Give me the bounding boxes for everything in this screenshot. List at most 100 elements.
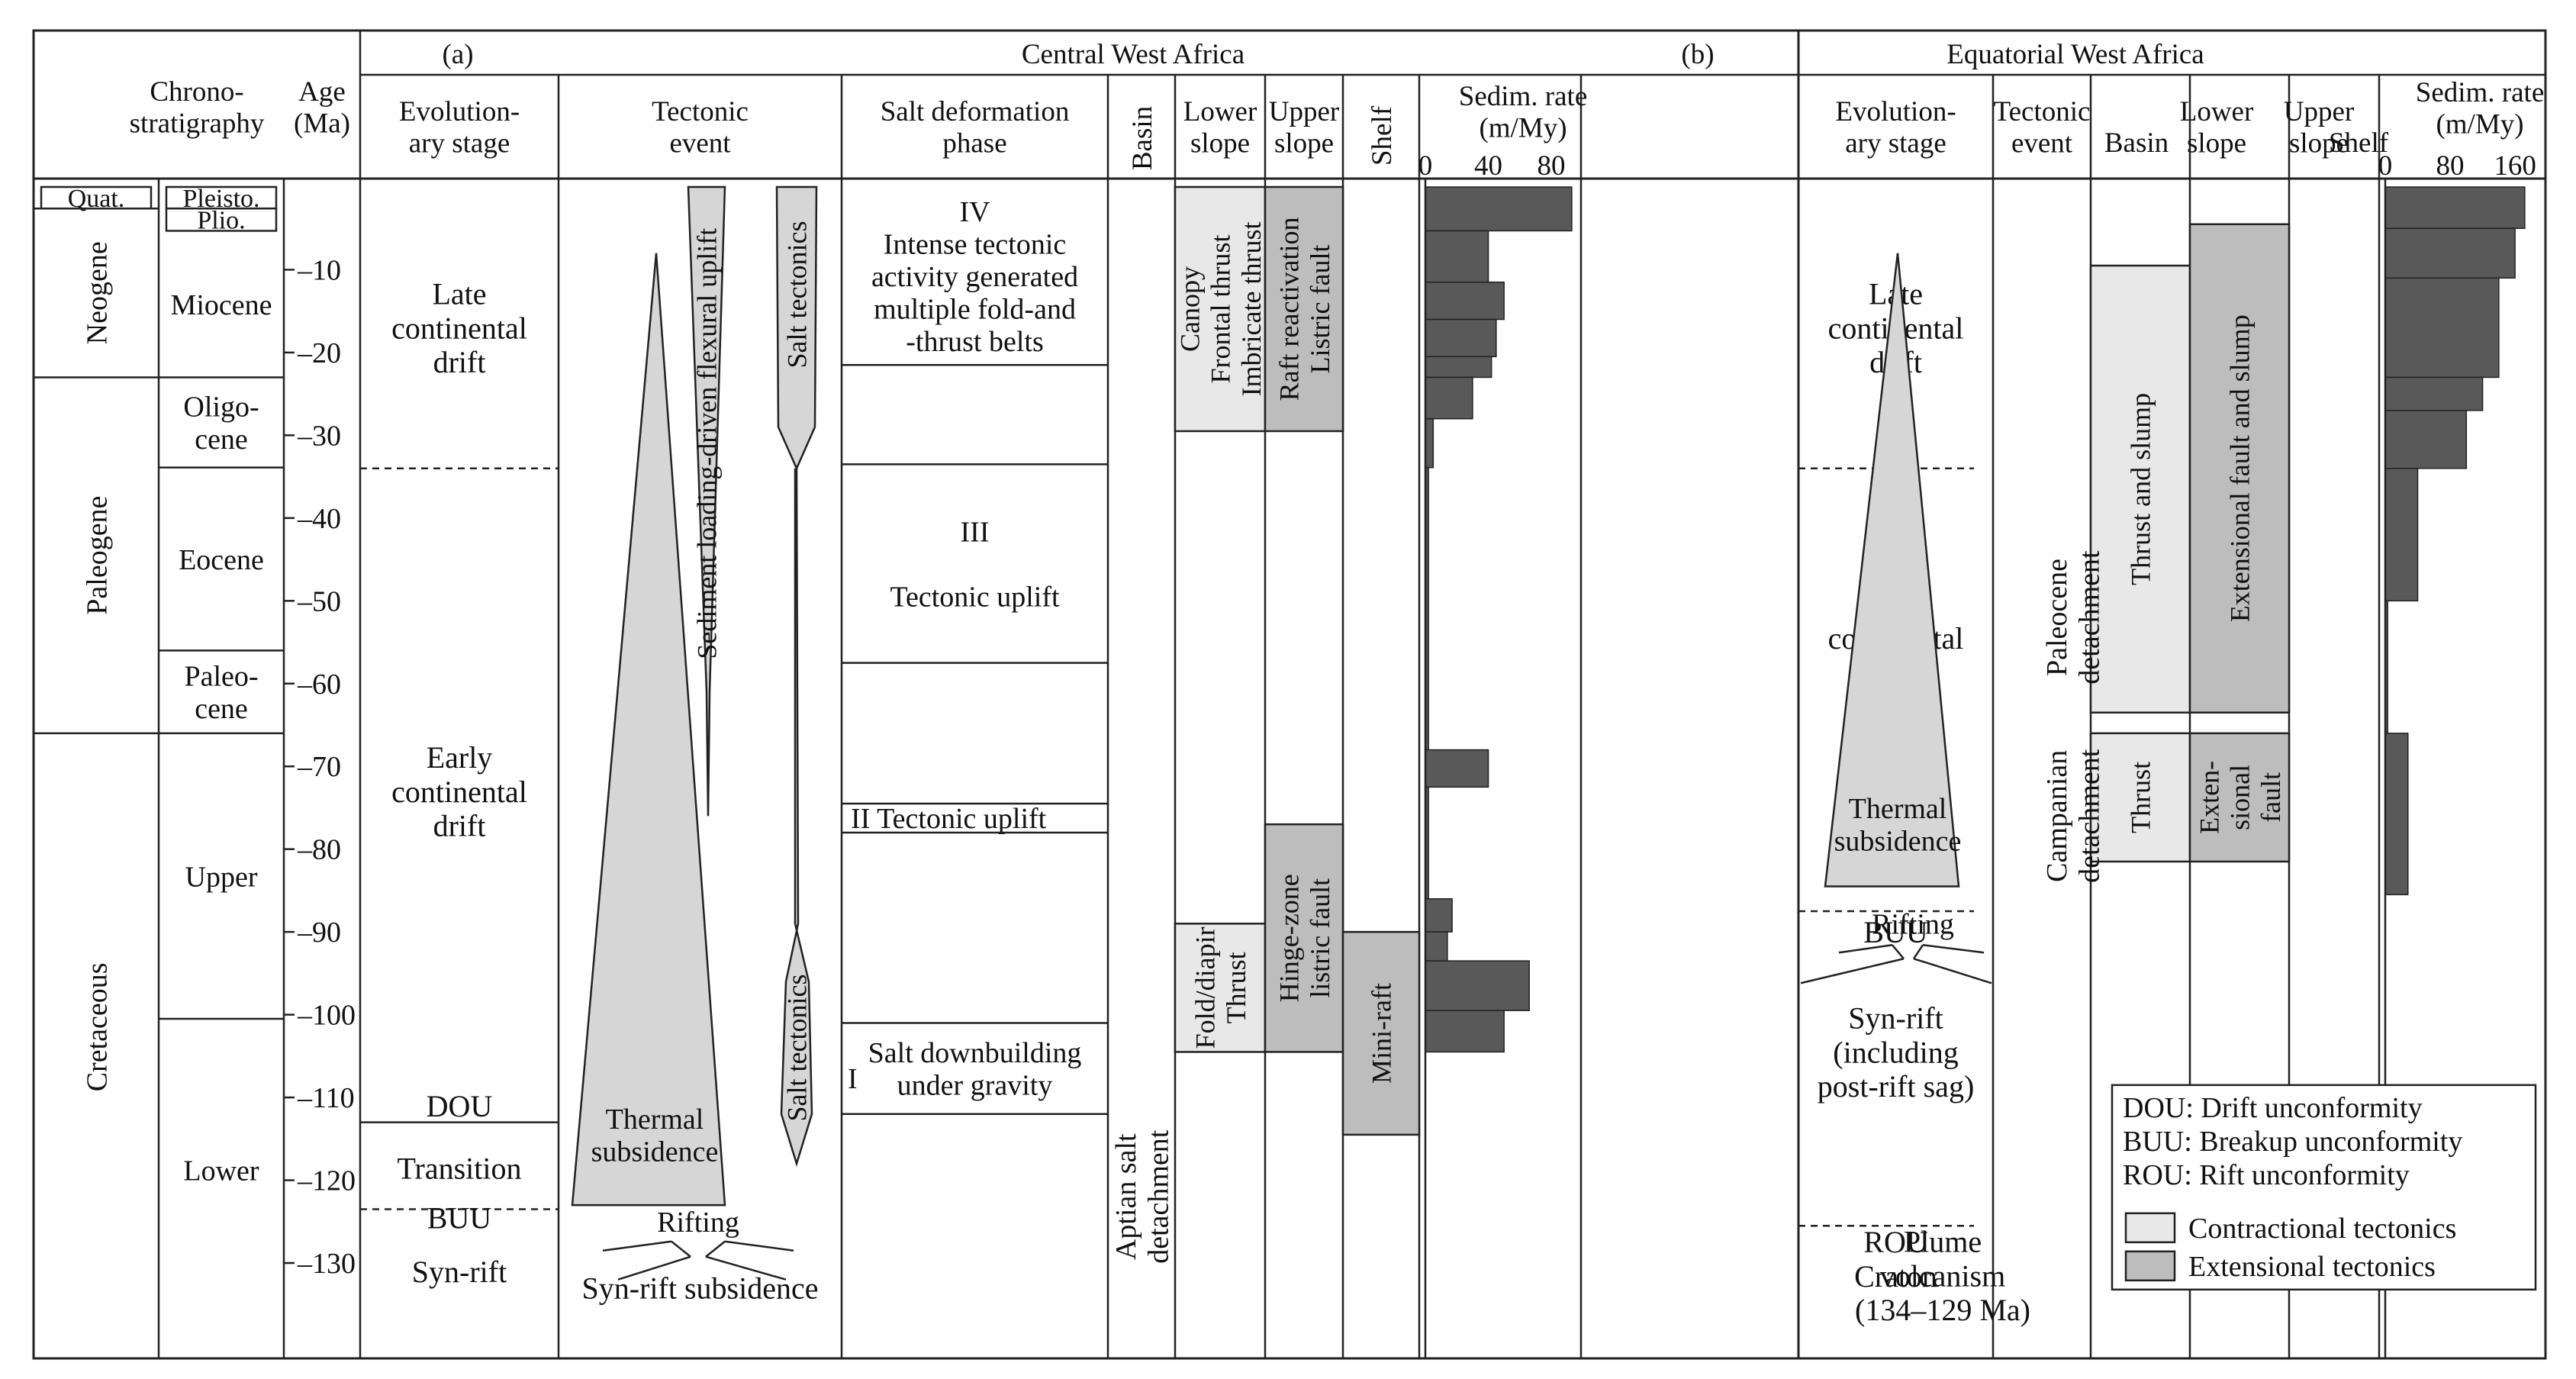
sed-rate-b-step <box>2384 277 2500 379</box>
header-lower-slope-a-line: Lower <box>1183 96 1257 127</box>
tect-b-thermal-subsidence-line: subsidence <box>1834 826 1962 858</box>
salt-tectonics-upper <box>775 185 818 471</box>
header-sedim-rate-a-line: (m/My) <box>1479 113 1567 144</box>
evo-b-stage: BUU <box>1863 915 1928 949</box>
outer-frame <box>32 29 2547 1360</box>
age-tick-label: –50 <box>297 585 341 617</box>
header-sedim-rate-a-line: Sedim. rate <box>1459 81 1588 112</box>
thermal-subsidence-cone-b <box>1824 253 1960 888</box>
rate-tick-b-line: 160 <box>2494 150 2536 182</box>
epoch-3-line: cene <box>195 424 248 456</box>
age-tick-label: –100 <box>297 1000 356 1032</box>
tect-a-rifting: Rifting <box>657 1207 739 1239</box>
rift-sketch <box>671 1240 691 1258</box>
evo-a-stage-line: Syn-rift <box>412 1255 507 1289</box>
rift-sketch-b <box>1922 944 1985 954</box>
panel-b-title: Equatorial West Africa <box>1946 39 2204 70</box>
epoch-2: Miocene <box>171 289 272 321</box>
panel-a-label: (a) <box>442 39 473 70</box>
evo-b-stage-line: Syn-rift <box>1848 1001 1943 1036</box>
rate-tick-b-line: 0 <box>2378 150 2393 182</box>
legend-extensional: Extensional tectonics <box>2188 1251 2436 1283</box>
epoch-3: Oligo-cene <box>183 391 259 456</box>
thermal-subsidence-cone-a <box>571 253 726 1207</box>
sed-rate-a-step <box>1425 931 1448 962</box>
legend-contractional: Contractional tectonics <box>2188 1213 2456 1245</box>
header-age: Age(Ma) <box>294 76 350 139</box>
sed-rate-a-step <box>1425 749 1489 788</box>
lower-slope-b-box <box>2089 264 2191 714</box>
header-basin-b: Basin <box>2104 127 2169 159</box>
age-tick-label: –30 <box>297 420 341 452</box>
basin-b-detachment-line: detachment <box>2074 550 2106 685</box>
age-tick-label: –20 <box>297 337 341 369</box>
basin-b-detachment-line: detachment <box>2074 749 2106 883</box>
evo-a-stage-line: Late <box>432 277 486 311</box>
header-lower-slope-a-line: slope <box>1190 128 1250 159</box>
panel-b-title-line: Equatorial West Africa <box>1946 39 2204 70</box>
age-tick-label: –110 <box>297 1082 355 1114</box>
header-evolution-b: Evolution-ary stage <box>1835 96 1956 159</box>
lower-slope-b-label-line: Thrust <box>2126 762 2156 833</box>
age-tick-label: –60 <box>297 669 341 701</box>
salt-phase-line: Intense tectonic <box>884 228 1067 260</box>
header-tectonic-b-line: event <box>2011 128 2073 159</box>
header-upper-slope-a-line: Upper <box>1269 96 1339 127</box>
lower-slope-a-label-line: Thrust <box>1221 952 1251 1023</box>
evo-a-stage-line: drift <box>433 345 486 379</box>
lower-slope-a-box <box>1174 923 1267 1053</box>
evo-b-stage-line: BUU <box>1863 915 1928 949</box>
age-tick-label: –10 <box>297 254 341 286</box>
header-evolution-a: Evolution-ary stage <box>399 96 520 159</box>
tect-a-flexural-uplift: Sediment loading-driven flexural uplift <box>692 228 723 659</box>
upper-slope-a-label-line: listric fault <box>1305 878 1335 998</box>
tect-b-plume-volcanism-line: Plume <box>1904 1224 1982 1258</box>
header-sedim-rate-a: Sedim. rate(m/My) <box>1459 81 1588 143</box>
sed-rate-b-step <box>2384 227 2516 279</box>
evo-b-stage-line: ROU <box>1863 1225 1928 1259</box>
header-shelf-a: Shelf <box>1367 105 1398 166</box>
header-tectonic-a-line: Tectonic <box>652 96 749 127</box>
tect-a-rifting-line: Rifting <box>657 1207 739 1239</box>
panel-a-label-line: (a) <box>442 39 473 70</box>
header-sedim-rate-b-line: Sedim. rate <box>2416 77 2545 108</box>
header-salt-deformation-line: Salt deformation <box>881 96 1070 127</box>
period-neogene-line: Neogene <box>81 241 113 344</box>
tect-a-thermal-subsidence-line: subsidence <box>591 1136 719 1168</box>
upper-slope-b-label-line: Exten- <box>2194 761 2224 834</box>
header-chronostratigraphy-line: Chrono- <box>150 76 243 108</box>
upper-slope-a-box <box>1264 185 1344 433</box>
tect-a-thermal-subsidence-line: Thermal <box>606 1104 704 1136</box>
tect-a-synrift-subsidence-line: Syn-rift subsidence <box>582 1271 819 1306</box>
evo-b-stage-line: (including <box>1833 1035 1958 1069</box>
header-tectonic-b-line: Tectonic <box>1994 96 2091 127</box>
lower-slope-a-label-line: Imbricate thrust <box>1236 222 1267 397</box>
evo-a-stage-line: continental <box>391 311 527 345</box>
lower-slope-b-label: Thrust and slump <box>2126 393 2156 585</box>
salt-phase-line: Salt downbuilding <box>868 1037 1082 1069</box>
rift-sketch-b <box>1800 958 1905 984</box>
flexural-uplift-wedge <box>687 185 726 817</box>
sed-rate-a-step <box>1425 230 1489 283</box>
sed-rate-a-step <box>1425 1010 1505 1053</box>
salt-phase-line: under gravity <box>897 1070 1053 1102</box>
salt-phase-line: III <box>961 516 990 548</box>
evo-a-stage-line: Early <box>427 740 493 775</box>
panel-a-title: Central West Africa <box>1022 39 1245 70</box>
header-upper-slope-b-line: slope <box>2289 128 2349 159</box>
evo-a-stage: BUU <box>427 1200 492 1235</box>
sed-rate-b-step <box>2384 376 2484 411</box>
header-sedim-rate-b: Sedim. rate(m/My) <box>2416 77 2545 140</box>
